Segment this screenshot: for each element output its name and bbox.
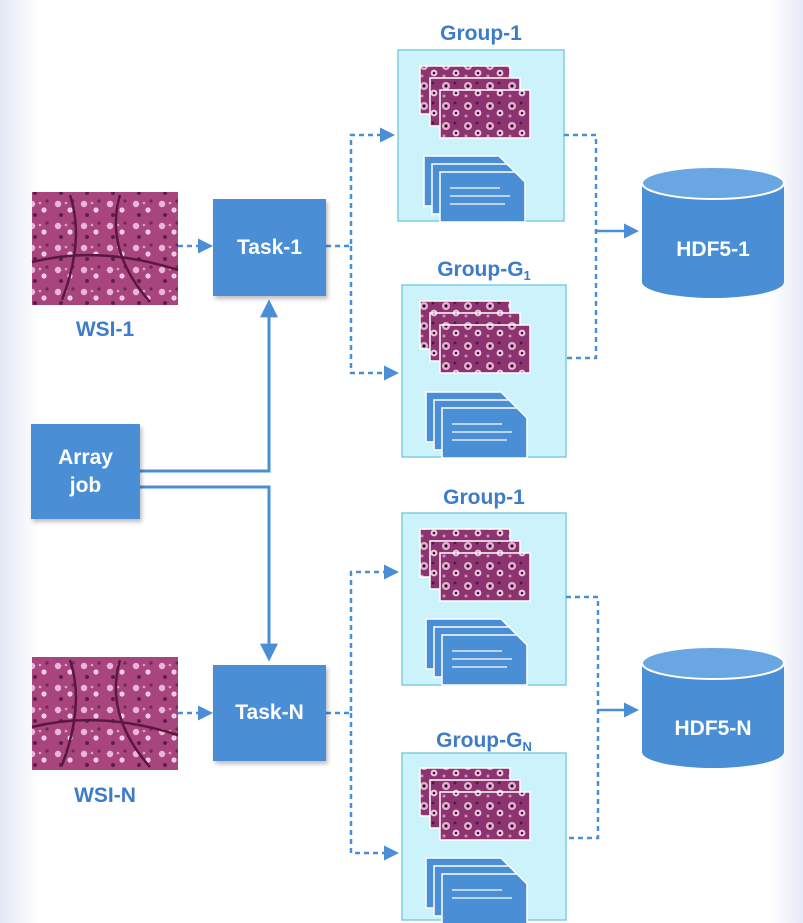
- arrow-taskn-groupgn: [349, 713, 399, 861]
- task-n-label: Task-N: [235, 701, 304, 724]
- document-stack-icon: [425, 857, 528, 923]
- patch-stack-icon: [419, 767, 531, 841]
- wsi-n-label: WSI-N: [74, 784, 136, 807]
- group-g1-label: Group-G1: [402, 258, 566, 288]
- arrow-taskn-group1: [326, 564, 399, 715]
- group-box-g1: [401, 284, 567, 459]
- arrow-arrayjob-taskn: [140, 485, 278, 662]
- database-cylinder-icon: [641, 646, 785, 768]
- array-job-box: Array job: [31, 424, 140, 519]
- wsi-1-image: [31, 192, 179, 305]
- array-job-line1: Array: [58, 445, 113, 469]
- group-box-gn: [401, 752, 567, 923]
- group-gn-label-base: Group-G: [436, 729, 523, 752]
- database-cylinder-icon: [641, 166, 785, 298]
- document-stack-icon: [423, 155, 526, 223]
- arrow-arrayjob-task1: [140, 299, 278, 473]
- task-n-box: Task-N: [213, 665, 326, 761]
- hdf5-1-label: HDF5-1: [676, 238, 750, 261]
- task-1-box: Task-1: [213, 199, 326, 296]
- document-stack-icon: [425, 618, 528, 686]
- group-box-1: [397, 49, 565, 223]
- hdf5-n-label: HDF5-N: [674, 717, 752, 740]
- group-g1-label-sub: 1: [523, 268, 531, 283]
- array-job-line2: job: [69, 473, 102, 497]
- group-1-label-bottom: Group-1: [443, 486, 525, 509]
- group-gn-label-sub: N: [522, 739, 532, 754]
- patch-stack-icon: [419, 300, 531, 374]
- arrow-groups-hdf5-1: [564, 133, 598, 360]
- wsi-1-label: WSI-1: [75, 318, 135, 341]
- group-1-label: Group-1: [440, 22, 522, 45]
- arrow-groups-hdf5-n: [566, 595, 600, 840]
- patch-stack-icon: [419, 528, 531, 602]
- patch-stack-icon: [419, 65, 531, 139]
- wsi-n-image: [31, 657, 179, 770]
- arrow-task1-groupg1: [349, 246, 399, 381]
- task-1-label: Task-1: [237, 235, 302, 259]
- document-stack-icon: [425, 391, 528, 459]
- arrow-task1-group1: [326, 127, 395, 248]
- group-box-n1: [401, 512, 567, 686]
- group-g1-label-base: Group-G: [437, 258, 524, 281]
- group-gn-label: Group-GN: [402, 729, 566, 759]
